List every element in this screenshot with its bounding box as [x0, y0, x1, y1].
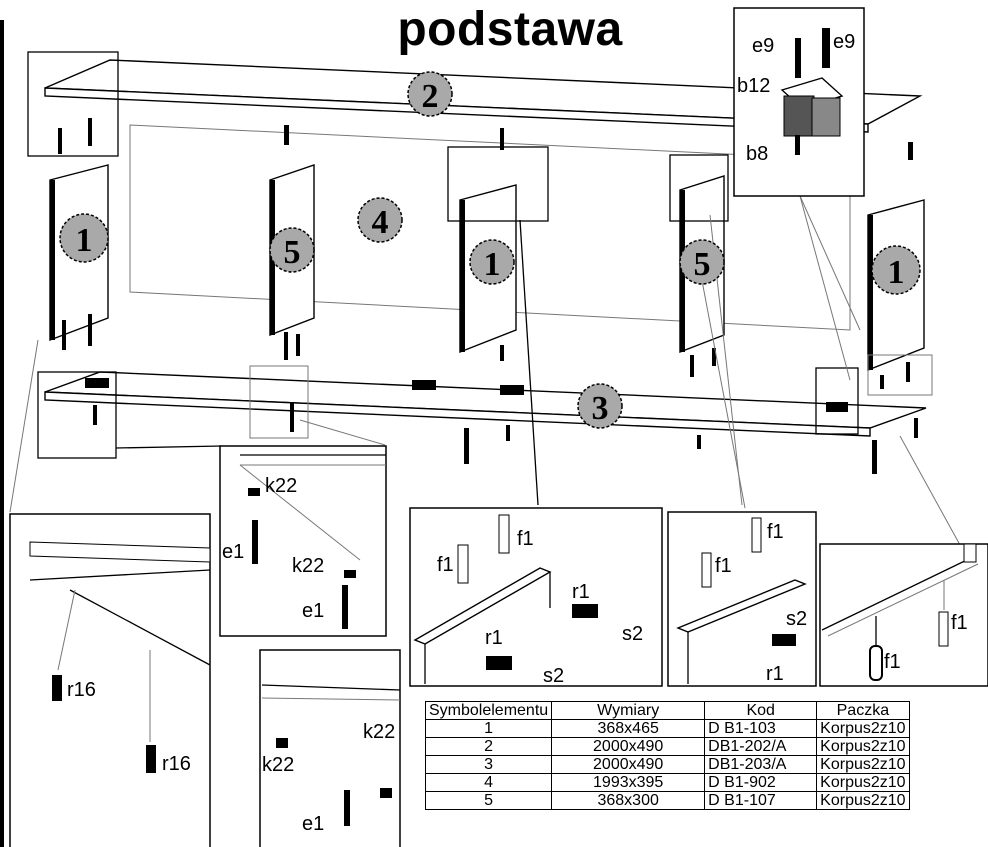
detail-r16: r16 r16	[9, 513, 211, 847]
detail-f1-r1-s2: f1 f1 r1 r1 s2 s2	[409, 507, 663, 687]
label-f1-c: f1	[715, 555, 732, 577]
label-f1-b: f1	[517, 528, 534, 550]
svg-text:1: 1	[484, 246, 501, 283]
label-s2-b: s2	[543, 665, 564, 687]
label-r1-b: r1	[485, 627, 503, 649]
callout-3: 3	[577, 383, 623, 429]
svg-text:5: 5	[284, 234, 301, 271]
table-row: 4 1993x395 D B1-902 Korpus2z10	[424, 773, 910, 792]
svg-text:5: 5	[694, 246, 711, 283]
table-row: 1 368x465 D B1-103 Korpus2z10	[424, 719, 910, 738]
col-package: Paczka	[816, 701, 910, 720]
label-b12: b12	[737, 75, 770, 97]
table-row: 3 2000x490 DB1-203/A Korpus2z10	[424, 755, 910, 774]
svg-text:3: 3	[592, 390, 609, 427]
label-f1-d: f1	[767, 521, 784, 543]
callout-1-left: 1	[59, 213, 109, 263]
callout-5-right: 5	[679, 239, 725, 285]
label-k22-b: k22	[292, 555, 324, 577]
detail-f1-r1-s2-small: f1 f1 s2 r1	[667, 511, 817, 687]
label-e1-c: e1	[302, 813, 324, 835]
label-e1-a: e1	[222, 541, 244, 563]
detail-k22-e1-lower: k22 k22 e1	[259, 649, 401, 847]
label-f1-e: f1	[884, 651, 901, 673]
callout-2: 2	[407, 71, 453, 117]
label-s2-c: s2	[786, 608, 807, 630]
col-code: Kod	[704, 701, 818, 720]
table-header-row: Symbolelementu Wymiary Kod Paczka	[424, 701, 910, 720]
label-e9-b: e9	[833, 31, 855, 53]
parts-table: Symbolelementu Wymiary Kod Paczka 1 368x…	[424, 701, 910, 810]
label-r16-b: r16	[162, 753, 191, 775]
col-symbol: Symbolelementu	[424, 701, 553, 720]
label-f1-f: f1	[951, 612, 968, 634]
label-r1-a: r1	[572, 581, 590, 603]
label-r16-a: r16	[67, 679, 96, 701]
detail-cam-lock: e9 e9 b12 b8	[733, 7, 865, 197]
callout-1-right: 1	[871, 245, 921, 295]
label-k22-d: k22	[262, 754, 294, 776]
label-k22-a: k22	[265, 475, 297, 497]
svg-text:2: 2	[422, 78, 439, 115]
svg-text:4: 4	[372, 204, 389, 241]
bottom-board-3	[44, 371, 927, 437]
label-k22-c: k22	[363, 721, 395, 743]
detail-k22-e1: k22 e1 k22 e1	[219, 445, 387, 637]
top-board-2	[44, 59, 923, 133]
page-title: podstawa	[397, 3, 623, 56]
leader-lines	[9, 195, 961, 546]
table-row: 5 368x300 D B1-107 Korpus2z10	[424, 791, 910, 810]
callout-1-middle: 1	[469, 239, 515, 285]
detail-f1-right: f1 f1	[819, 543, 988, 687]
col-dimensions: Wymiary	[551, 701, 706, 720]
table-row: 2 2000x490 DB1-202/A Korpus2z10	[424, 737, 910, 756]
back-panel-4	[129, 124, 851, 331]
label-b8: b8	[746, 143, 768, 165]
label-f1-a: f1	[437, 554, 454, 576]
svg-text:1: 1	[76, 222, 93, 259]
label-e1-b: e1	[302, 600, 324, 622]
label-s2-a: s2	[622, 623, 643, 645]
svg-text:1: 1	[888, 254, 905, 291]
callout-5-left: 5	[269, 227, 315, 273]
main-hardware	[58, 118, 918, 474]
label-r1-c: r1	[766, 663, 784, 685]
label-e9-a: e9	[752, 35, 774, 57]
callout-4: 4	[357, 197, 403, 243]
